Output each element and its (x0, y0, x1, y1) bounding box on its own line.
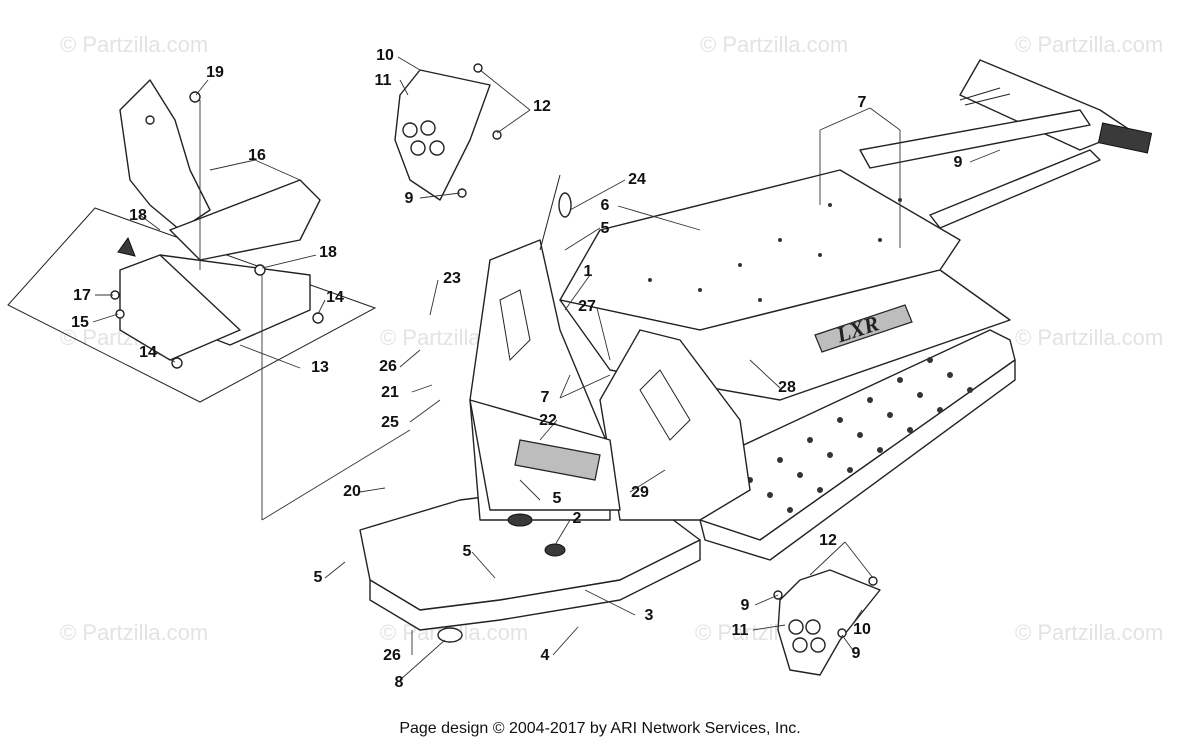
watermark: © Partzilla.com (60, 32, 208, 57)
callout-8[interactable]: 8 (395, 674, 404, 691)
callout-9[interactable]: 9 (852, 645, 861, 662)
watermark: © Partzilla.com (1015, 325, 1163, 350)
copyright-footer: Page design © 2004-2017 by ARI Network S… (399, 720, 801, 737)
watermark: © Partzilla.com (1015, 620, 1163, 645)
callout-13[interactable]: 13 (311, 359, 329, 376)
bulkhead (359, 174, 751, 643)
callout-22[interactable]: 22 (539, 412, 557, 429)
watermark: © Partzilla.com (1015, 32, 1163, 57)
callout-18[interactable]: 18 (129, 207, 147, 224)
callout-15[interactable]: 15 (71, 314, 89, 331)
callout-26[interactable]: 26 (379, 358, 397, 375)
callouts: 19 16 18 18 17 15 14 14 13 10 11 12 9 7 … (71, 47, 962, 691)
rear-rail-assembly (859, 59, 1153, 229)
callout-1[interactable]: 1 (584, 263, 593, 280)
callout-27[interactable]: 27 (578, 298, 596, 315)
front-bracket-assembly (7, 79, 377, 403)
callout-11[interactable]: 11 (732, 622, 749, 639)
callout-7[interactable]: 7 (541, 389, 550, 406)
callout-9[interactable]: 9 (954, 154, 963, 171)
callout-17[interactable]: 17 (73, 287, 91, 304)
callout-6[interactable]: 6 (601, 197, 610, 214)
callout-9[interactable]: 9 (741, 597, 750, 614)
callout-26[interactable]: 26 (383, 647, 401, 664)
watermark: © Partzilla.com (60, 620, 208, 645)
callout-28[interactable]: 28 (778, 379, 796, 396)
callout-18[interactable]: 18 (319, 244, 337, 261)
callout-7[interactable]: 7 (858, 94, 867, 111)
callout-29[interactable]: 29 (631, 484, 649, 501)
model-badge-plate (814, 304, 913, 353)
callout-12[interactable]: 12 (533, 98, 551, 115)
callout-5[interactable]: 5 (463, 543, 472, 560)
callout-16[interactable]: 16 (248, 147, 266, 164)
callout-23[interactable]: 23 (443, 270, 461, 287)
callout-4[interactable]: 4 (541, 647, 550, 664)
callout-12[interactable]: 12 (819, 532, 837, 549)
callout-14[interactable]: 14 (326, 289, 344, 306)
callout-3[interactable]: 3 (645, 607, 654, 624)
callout-14[interactable]: 14 (139, 344, 157, 361)
upper-brace-assembly (394, 63, 502, 201)
hook (558, 192, 572, 218)
watermark: © Partzilla.com (700, 32, 848, 57)
callout-11[interactable]: 11 (375, 72, 392, 89)
callout-10[interactable]: 10 (853, 621, 871, 638)
running-board (689, 329, 1016, 561)
bulkhead-panel (514, 439, 601, 481)
callout-9[interactable]: 9 (405, 190, 414, 207)
callout-2[interactable]: 2 (573, 510, 582, 527)
callout-5[interactable]: 5 (601, 220, 610, 237)
callout-20[interactable]: 20 (343, 483, 361, 500)
callout-5[interactable]: 5 (553, 490, 562, 507)
callout-19[interactable]: 19 (206, 64, 224, 81)
callout-5[interactable]: 5 (314, 569, 323, 586)
callout-21[interactable]: 21 (381, 384, 399, 401)
callout-25[interactable]: 25 (381, 414, 399, 431)
callout-10[interactable]: 10 (376, 47, 394, 64)
grommet (437, 627, 463, 643)
leader-lines (92, 56, 1001, 681)
callout-24[interactable]: 24 (628, 171, 646, 188)
